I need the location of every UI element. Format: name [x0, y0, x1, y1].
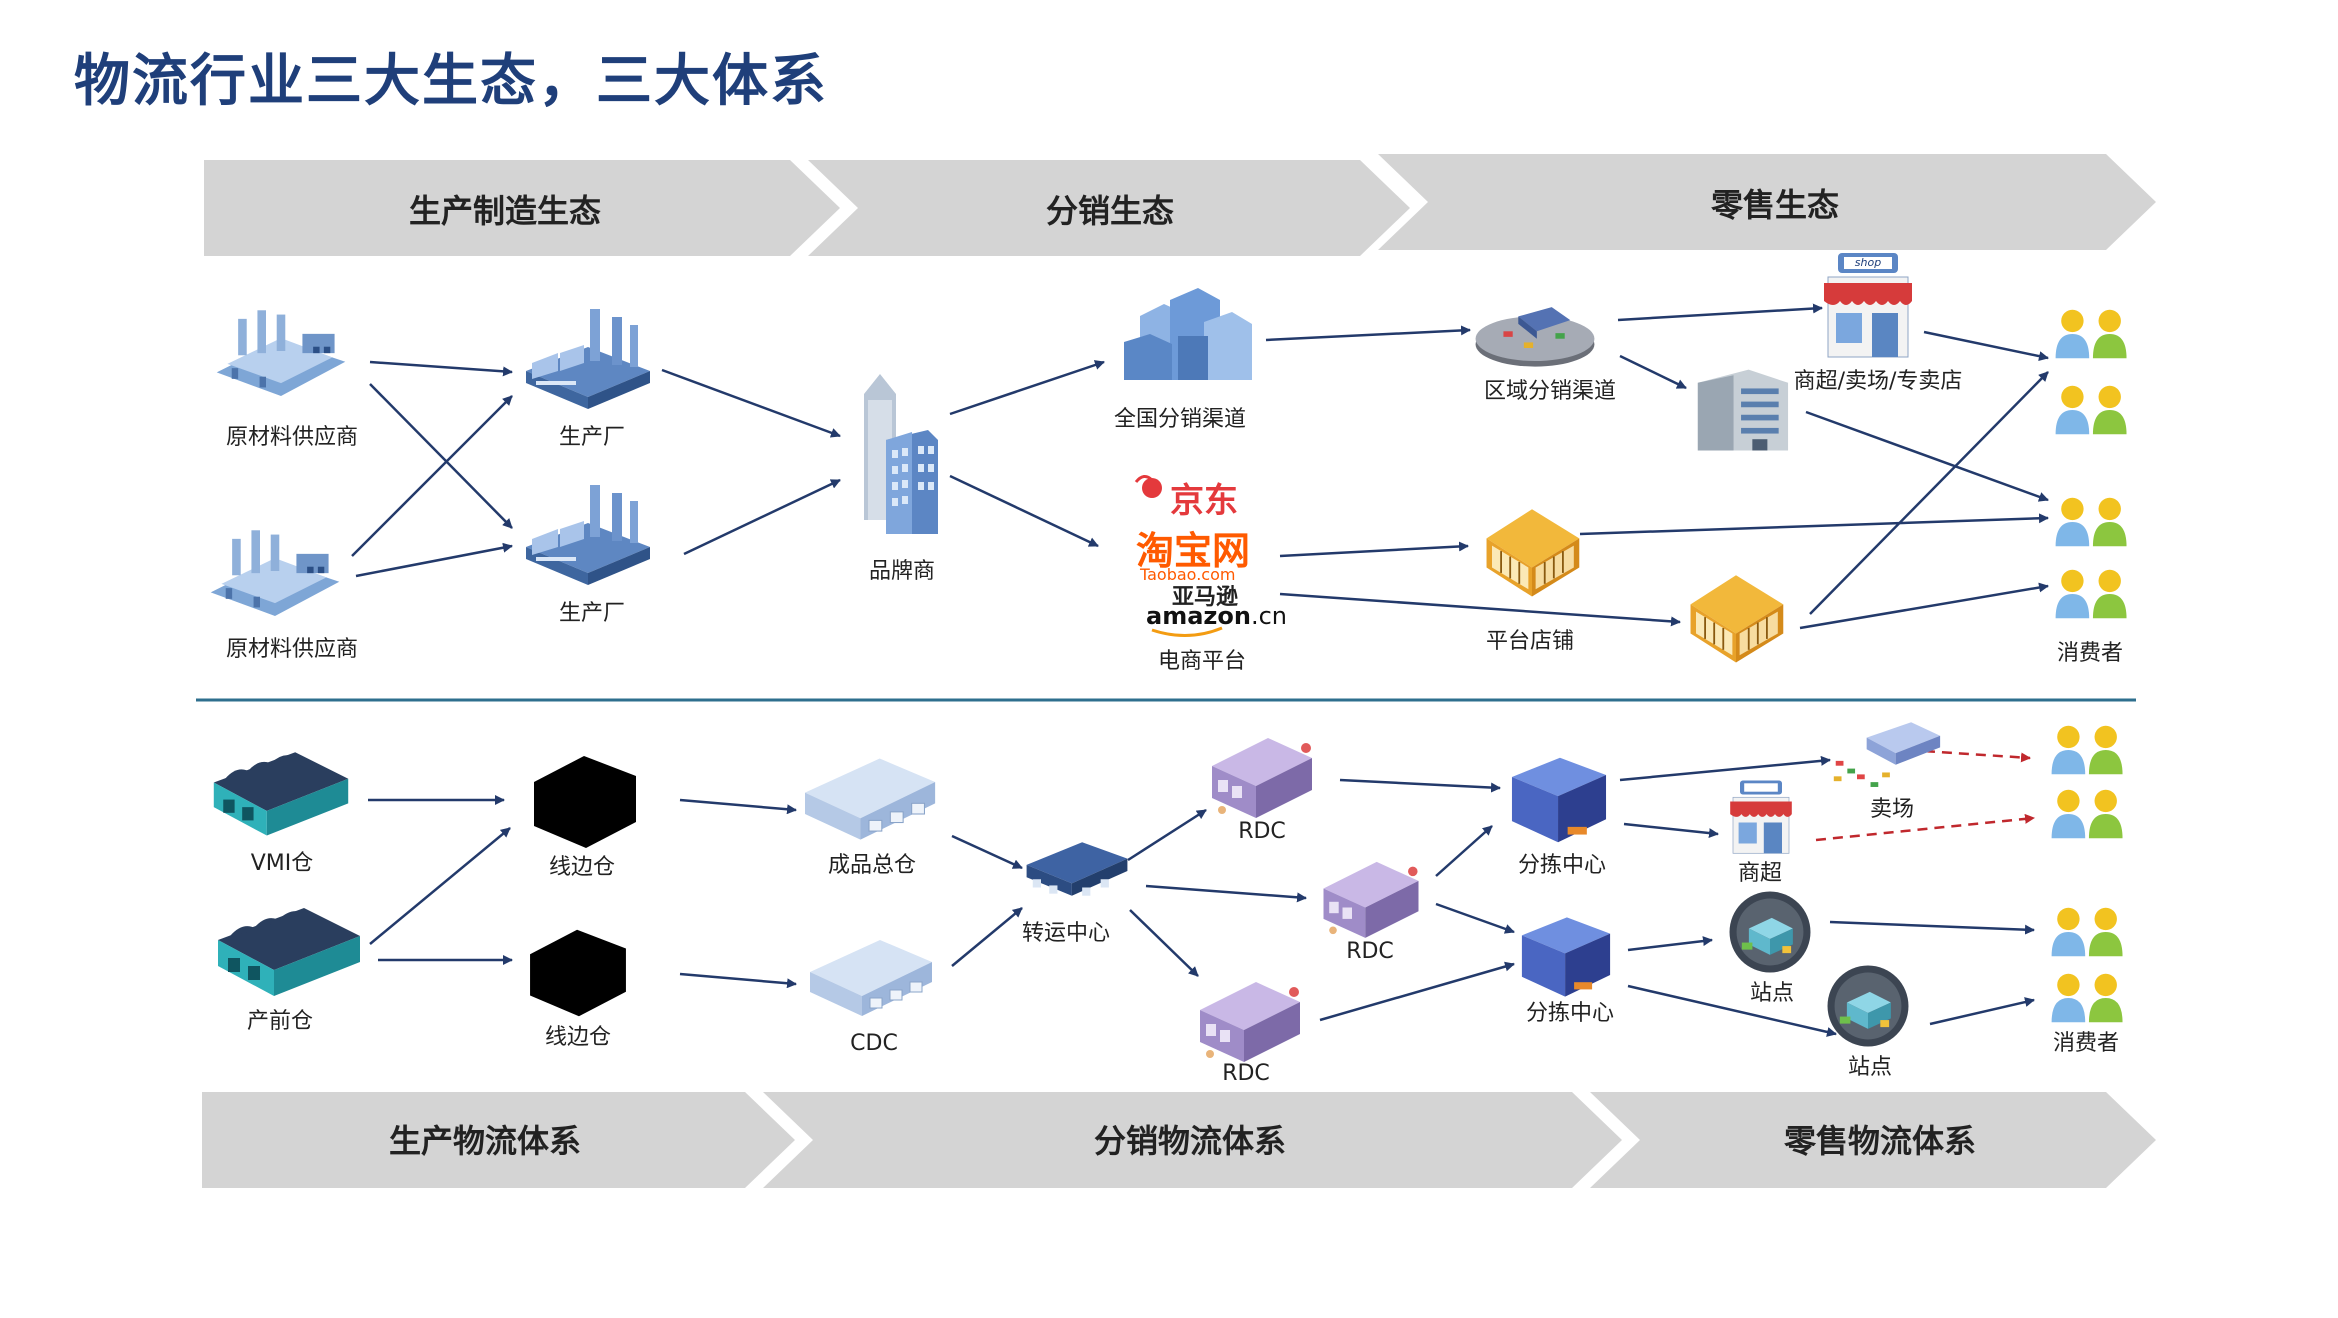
jd-logo-text: 京东	[1170, 481, 1238, 521]
transit-center-label: 转运中心	[1022, 921, 1110, 946]
cdc-label: CDC	[850, 1031, 898, 1056]
factory-label-2: 生产厂	[559, 601, 625, 626]
regional-channel-icon	[1475, 307, 1595, 367]
vmi-warehouse-icon	[213, 752, 349, 836]
banner-production-system: 生产物流体系	[389, 1122, 581, 1160]
pre-production-warehouse-icon	[218, 908, 360, 996]
banner-retail-system: 零售物流体系	[1784, 1122, 1976, 1160]
line-side-warehouse-icon	[530, 929, 626, 1017]
platform-shop-icon	[1689, 574, 1785, 664]
rdc-label-1: RDC	[1238, 819, 1286, 844]
consumer-label-bottom: 消费者	[2053, 1031, 2119, 1056]
rdc-icon	[1212, 738, 1312, 818]
amazon-suffix: .cn	[1251, 602, 1287, 630]
finished-goods-label: 成品总仓	[828, 853, 916, 878]
consumer-icon	[2055, 385, 2127, 435]
consumer-icon	[2055, 309, 2127, 359]
rdc-icon	[1200, 982, 1300, 1062]
banner-shape-production-system	[202, 1092, 795, 1188]
regional-channel-label: 区域分销渠道	[1484, 379, 1616, 404]
supermarket-icon	[1729, 780, 1793, 854]
consumer-icon	[2051, 907, 2123, 957]
supplier-plant-icon	[210, 530, 340, 616]
national-channel-label: 全国分销渠道	[1114, 407, 1246, 432]
station-label-1: 站点	[1750, 981, 1794, 1006]
brand-tower-icon	[864, 374, 938, 534]
supplier-label-2: 原材料供应商	[226, 637, 358, 662]
rdc-label-3: RDC	[1222, 1061, 1270, 1086]
consumer-icon	[2051, 725, 2123, 775]
supplier-plant-icon	[216, 310, 346, 396]
banner-shape-distribution-system	[763, 1092, 1622, 1188]
finished-goods-warehouse-icon	[804, 757, 936, 841]
consumer-icon	[2051, 789, 2123, 839]
supplier-label-1: 原材料供应商	[226, 425, 358, 450]
consumer-icon	[2055, 497, 2127, 547]
shop-sign: shop	[1855, 256, 1881, 269]
supermarket-label: 商超	[1738, 861, 1782, 886]
station-icon	[1827, 965, 1909, 1047]
line-side-label-2: 线边仓	[545, 1025, 611, 1050]
retail-stores-label: 商超/卖场/专卖店	[1794, 369, 1963, 394]
national-channel-icon	[1124, 288, 1252, 380]
banner-shape-retail-ecology	[1378, 154, 2156, 250]
platform-shop-label: 平台店铺	[1486, 629, 1574, 654]
factory-icon	[526, 309, 650, 409]
amazon-smile-icon	[1151, 626, 1223, 638]
station-icon	[1729, 891, 1811, 973]
mall-icon	[1833, 722, 1941, 787]
amazon-word: amazon	[1146, 602, 1251, 630]
banner-production-ecology: 生产制造生态	[409, 192, 601, 230]
banner-shape-distribution-ecology	[808, 160, 1410, 256]
office-building-icon	[1697, 369, 1789, 451]
sorting-center-icon	[1521, 917, 1611, 997]
amazon-logo-text: amazon.cn	[1146, 602, 1287, 630]
banner-distribution-system: 分销物流体系	[1094, 1122, 1286, 1160]
ecommerce-label: 电商平台	[1158, 649, 1246, 674]
line-side-warehouse-icon	[534, 756, 636, 848]
rdc-label-2: RDC	[1346, 939, 1394, 964]
sorting-center-label-1: 分拣中心	[1518, 853, 1606, 878]
taobao-logo-sub: Taobao.com	[1139, 565, 1235, 584]
consumer-icon	[2055, 569, 2127, 619]
mall-label: 卖场	[1870, 797, 1914, 822]
platform-shop-icon	[1485, 508, 1581, 598]
brand-label: 品牌商	[869, 559, 935, 584]
factory-label-1: 生产厂	[559, 425, 625, 450]
banner-shape-retail-system	[1590, 1092, 2156, 1188]
rdc-icon	[1323, 861, 1419, 938]
banner-shape-production-ecology	[204, 160, 840, 256]
vmi-label: VMI仓	[251, 851, 314, 876]
ecology-arrows	[351, 303, 2049, 630]
consumer-icon	[2051, 973, 2123, 1023]
amazon-cn-text: 亚马逊	[1172, 585, 1238, 610]
jd-logo: 京东	[1134, 475, 1238, 521]
cdc-icon	[809, 939, 933, 1017]
consumer-label-top: 消费者	[2057, 641, 2123, 666]
taobao-logo-text: 淘宝网	[1136, 529, 1250, 573]
station-label-2: 站点	[1848, 1055, 1892, 1080]
slide-title: 物流行业三大生态，三大体系	[74, 49, 828, 114]
pre-production-label: 产前仓	[247, 1009, 313, 1034]
sorting-center-icon	[1511, 757, 1607, 843]
transit-center-icon	[1026, 842, 1128, 896]
line-side-label-1: 线边仓	[549, 855, 615, 880]
sorting-center-label-2: 分拣中心	[1526, 1001, 1614, 1026]
system-arrows	[368, 755, 2035, 1037]
banner-retail-ecology: 零售生态	[1711, 186, 1839, 224]
factory-icon	[526, 485, 650, 585]
banner-distribution-ecology: 分销生态	[1046, 192, 1174, 230]
system-dashed-arrows	[1815, 748, 2035, 842]
